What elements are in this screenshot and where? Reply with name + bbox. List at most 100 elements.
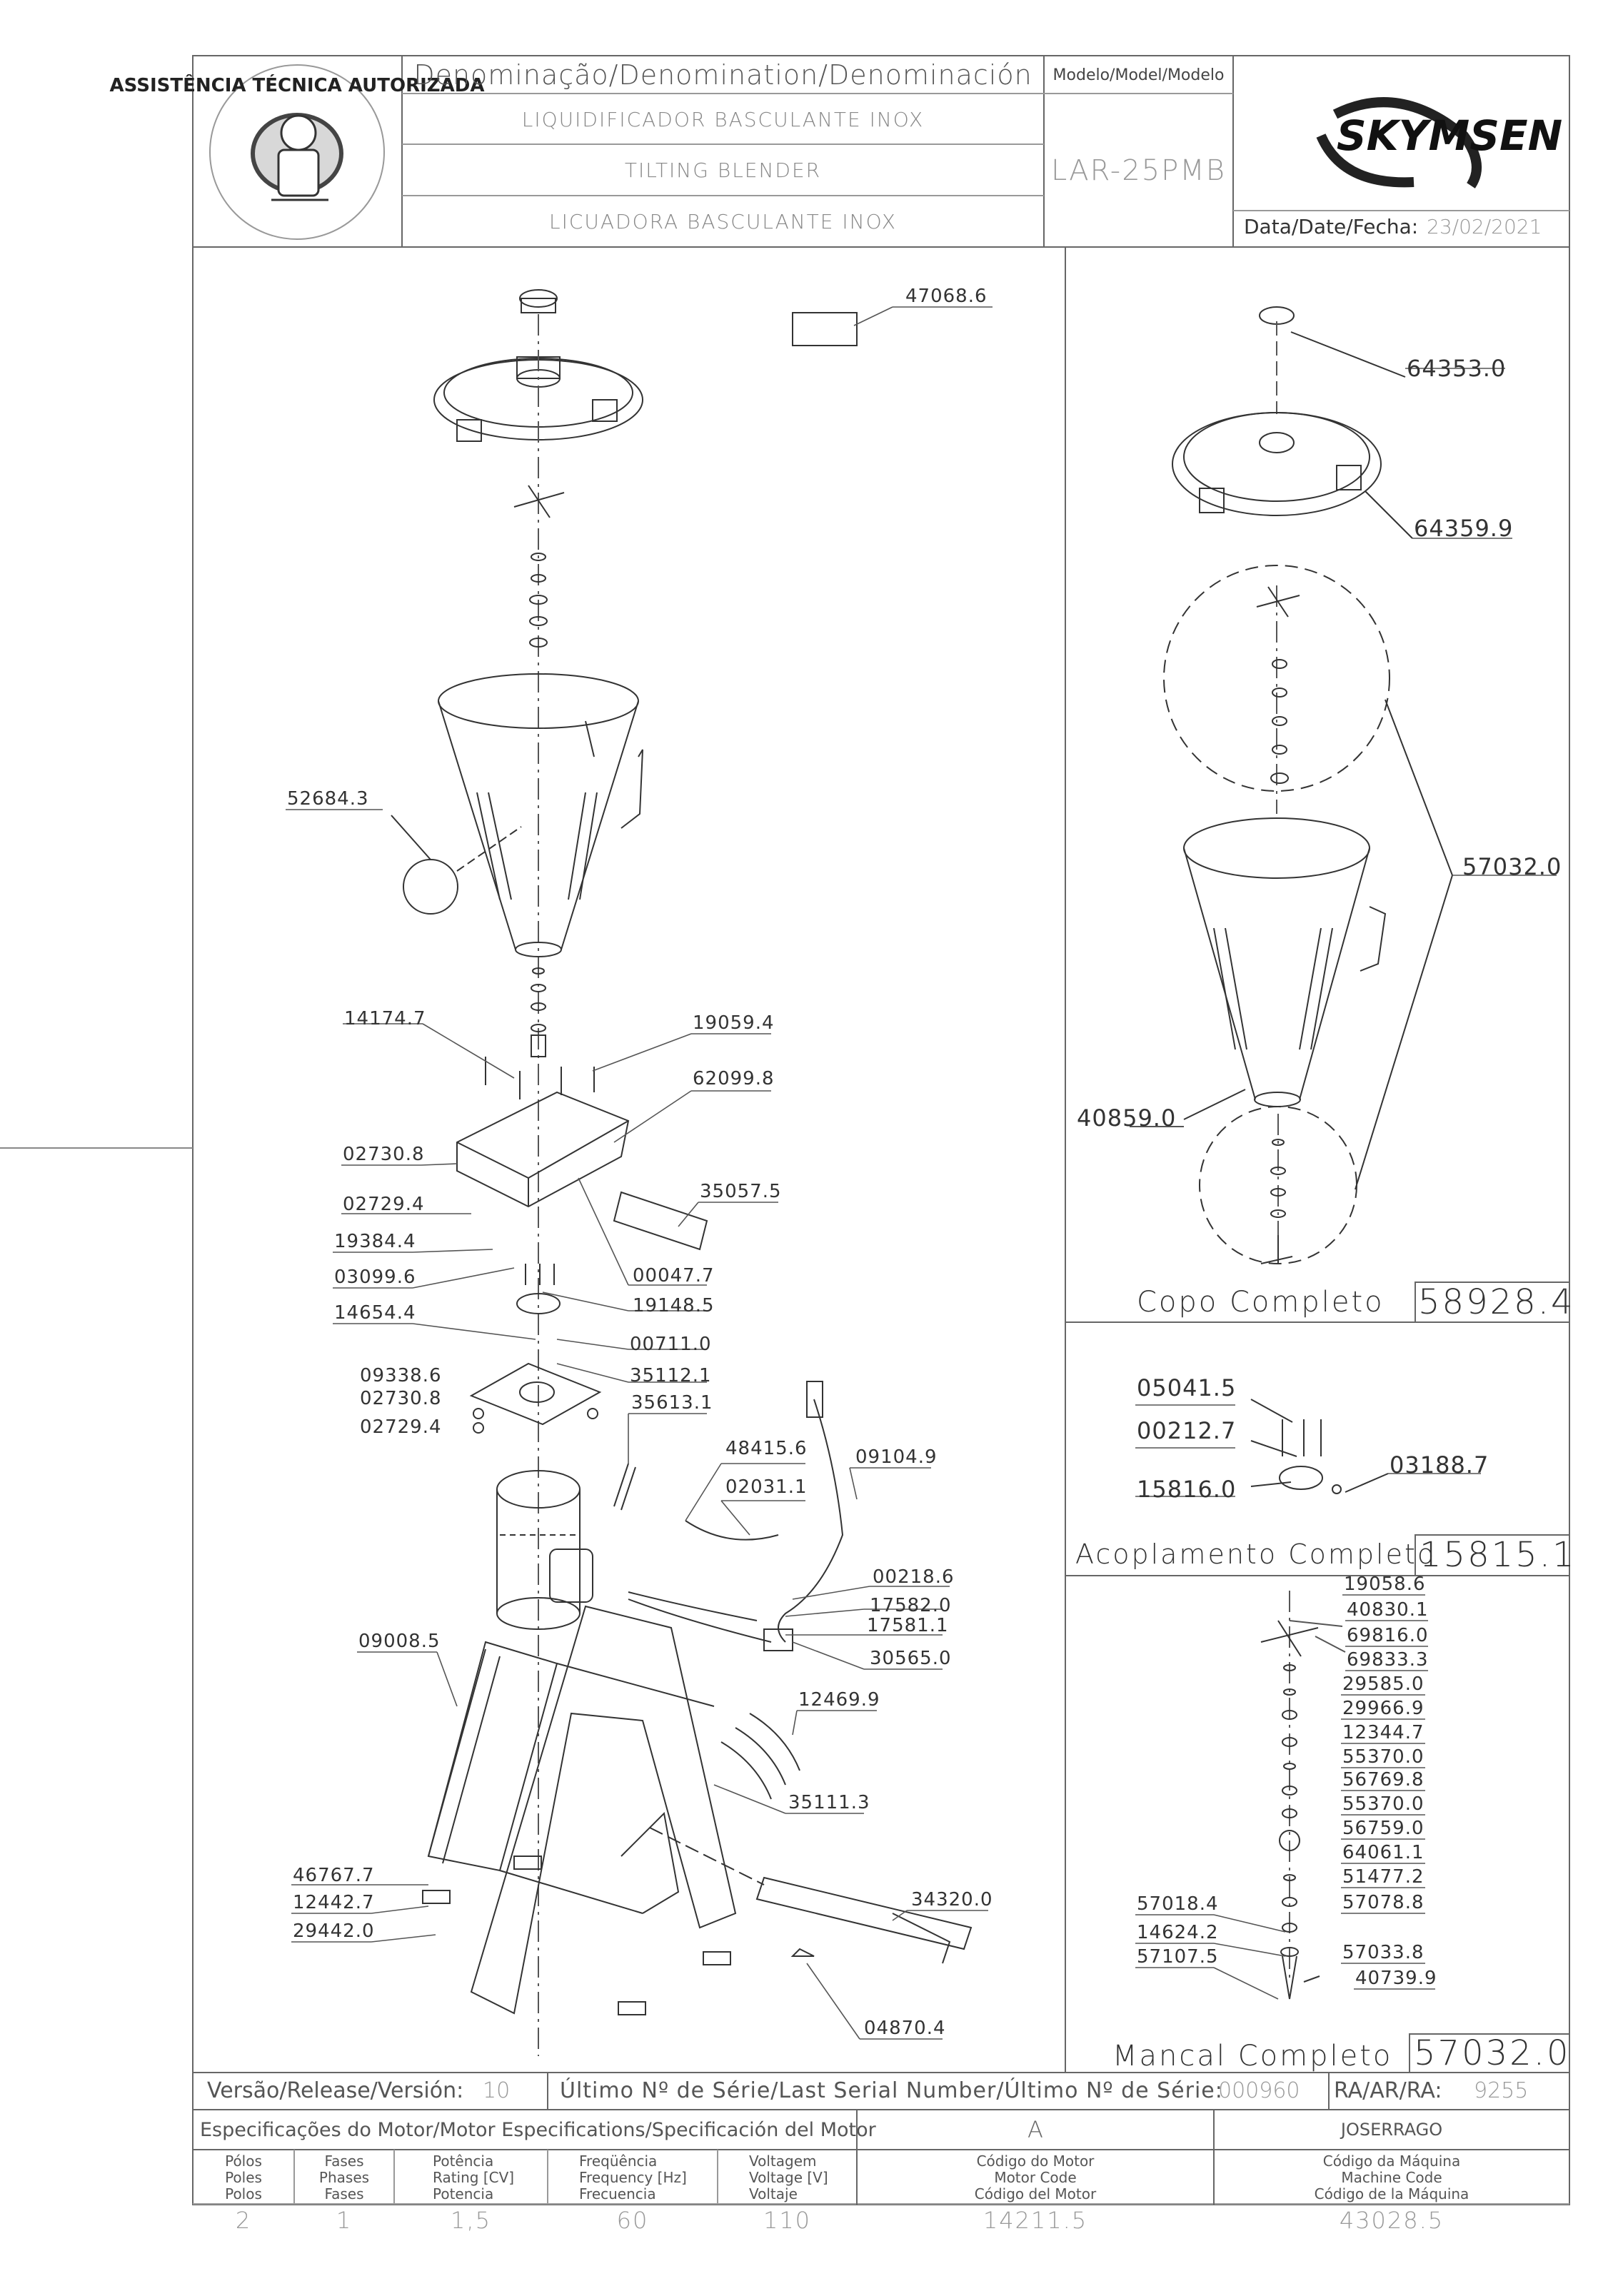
serial-value: 000960	[1218, 2078, 1300, 2103]
part-code: 09338.6	[360, 1365, 442, 1386]
part-code: 56759.0	[1342, 1818, 1424, 1839]
part-code: 35112.1	[630, 1365, 712, 1386]
part-code: 62099.8	[693, 1068, 775, 1089]
part-code: 29442.0	[293, 1920, 375, 1942]
motor-spec-label: Especificações do Motor/Motor Especifica…	[200, 2119, 876, 2141]
serial-label: Último Nº de Série/Last Serial Number/Úl…	[560, 2078, 1223, 2103]
date-label: Data/Date/Fecha:	[1244, 215, 1419, 238]
part-code: 55370.0	[1342, 1793, 1424, 1815]
drawing-acoplamento	[1250, 1399, 1389, 1494]
part-code: 57018.4	[1137, 1893, 1219, 1915]
ra-value: 9255	[1474, 2078, 1529, 2103]
acoplamento-title: Acoplamento Completo	[1075, 1539, 1437, 1570]
part-code: 02730.8	[360, 1388, 442, 1409]
authorized-service-stamp	[209, 64, 385, 240]
stamp-text-top: ASSISTÊNCIA TÉCNICA AUTORIZADA	[110, 74, 485, 96]
part-code: 19148.5	[633, 1295, 715, 1316]
part-code: 35111.3	[788, 1792, 870, 1813]
ra-label: RA/AR/RA:	[1334, 2078, 1442, 2103]
spec-value: 1,5	[451, 2207, 491, 2234]
spec-value: 60	[616, 2207, 649, 2234]
part-code: 00711.0	[630, 1334, 712, 1355]
part-code: 12442.7	[293, 1892, 375, 1913]
part-code: 02031.1	[725, 1476, 808, 1498]
part-code: 34320.0	[911, 1889, 993, 1910]
part-code: 30565.0	[870, 1648, 952, 1669]
part-code: 12469.9	[798, 1689, 880, 1711]
product-name-pt: LIQUIDIFICADOR BASCULANTE INOX	[521, 107, 925, 131]
version-value: 10	[483, 2078, 511, 2103]
part-code: 46767.7	[293, 1865, 375, 1886]
part-code: 48415.6	[725, 1438, 808, 1459]
part-code: 02729.4	[360, 1416, 442, 1438]
spec-value: 14211.5	[983, 2207, 1088, 2234]
drawing-copo	[1130, 306, 1453, 1264]
part-code: 57033.8	[1342, 1942, 1424, 1963]
part-code: 64061.1	[1342, 1842, 1424, 1863]
part-code: 04870.4	[864, 2018, 946, 2039]
part-code: 69816.0	[1347, 1625, 1429, 1646]
part-code: 00218.6	[873, 1566, 955, 1588]
part-code: 09104.9	[855, 1446, 938, 1468]
acoplamento-code: 15815.1	[1420, 1535, 1577, 1575]
drawing-main	[391, 289, 973, 2056]
author-name: JOSERRAGO	[1340, 2120, 1443, 2140]
part-code: 64353.0	[1407, 355, 1507, 382]
part-code: 02730.8	[343, 1144, 425, 1165]
model-label: Modelo/Model/Modelo	[1052, 66, 1225, 84]
part-code: 29966.9	[1342, 1698, 1424, 1719]
denomination-label: Denominação/Denomination/Denominación	[413, 59, 1032, 91]
part-code: 19384.4	[334, 1231, 416, 1252]
leader-lines-mancal	[1135, 368, 1557, 2000]
spec-value: 43028.5	[1339, 2207, 1444, 2234]
part-code: 02729.4	[343, 1194, 425, 1215]
copo-title: Copo Completo	[1137, 1286, 1385, 1319]
date-value: 23/02/2021	[1427, 215, 1542, 238]
part-code: 03099.6	[334, 1267, 416, 1288]
spec-value: 1	[336, 2207, 353, 2234]
part-code: 40739.9	[1355, 1968, 1437, 1989]
part-code: 69833.3	[1347, 1649, 1429, 1671]
model-value: LAR-25PMB	[1051, 154, 1226, 187]
part-code: 35057.5	[700, 1181, 782, 1202]
part-code: 52684.3	[287, 788, 369, 810]
part-code: 05041.5	[1137, 1374, 1237, 1401]
part-code: 57078.8	[1342, 1892, 1424, 1913]
part-code: 57032.0	[1462, 853, 1562, 880]
part-code: 14174.7	[344, 1008, 426, 1029]
part-code: 64359.9	[1414, 515, 1514, 542]
product-name-es: LICUADORA BASCULANTE INOX	[548, 209, 897, 233]
part-code: 40830.1	[1347, 1599, 1429, 1621]
part-code: 57107.5	[1137, 1946, 1219, 1968]
mancal-code: 57032.0	[1414, 2033, 1571, 2073]
part-code: 00212.7	[1137, 1417, 1237, 1444]
part-code: 12344.7	[1342, 1722, 1424, 1743]
part-code: 00047.7	[633, 1265, 715, 1287]
part-code: 56769.8	[1342, 1769, 1424, 1791]
part-code: 29585.0	[1342, 1673, 1424, 1695]
spec-value: 2	[235, 2207, 252, 2234]
part-code: 17582.0	[870, 1595, 952, 1616]
part-code: 19058.6	[1344, 1574, 1426, 1595]
part-code: 09008.5	[358, 1631, 441, 1652]
part-code: 55370.0	[1342, 1746, 1424, 1768]
mancal-title: Mancal Completo	[1112, 2040, 1393, 2073]
part-code: 14654.4	[334, 1302, 416, 1324]
part-code: 35613.1	[631, 1392, 713, 1414]
copo-code: 58928.4	[1418, 1282, 1575, 1322]
part-code: 51477.2	[1342, 1866, 1424, 1888]
spec-value: 110	[763, 2207, 812, 2234]
brand-logo-text: SKYMSEN	[1337, 111, 1562, 160]
part-code: 14624.2	[1137, 1922, 1219, 1943]
product-name-en: TILTING BLENDER	[624, 158, 822, 182]
part-code: 17581.1	[867, 1615, 949, 1636]
version-label: Versão/Release/Versión:	[207, 2078, 464, 2103]
